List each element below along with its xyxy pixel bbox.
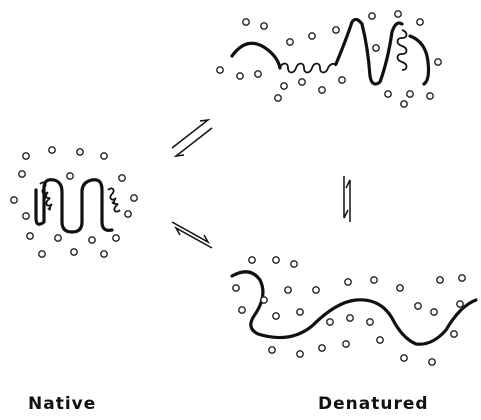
water-molecule: [125, 211, 131, 217]
native-state: [11, 147, 137, 257]
native-helix-right: [108, 188, 120, 211]
water-molecule: [313, 287, 319, 293]
intermediate-water-molecules: [217, 11, 441, 107]
water-molecule: [401, 101, 407, 107]
equilibrium-arrow-intermediate-denatured: [344, 176, 350, 222]
water-molecule: [273, 257, 279, 263]
intermediate-chain-3: [410, 36, 429, 84]
water-molecule: [49, 147, 55, 153]
denatured-water-molecules: [233, 257, 465, 365]
equilibrium-arrow-native-denatured: [172, 222, 212, 248]
water-molecule: [101, 153, 107, 159]
water-molecule: [401, 355, 407, 361]
native-water-molecules: [11, 147, 137, 257]
water-molecule: [343, 341, 349, 347]
water-molecule: [287, 39, 293, 45]
equilibrium-arrow-native-intermediate: [172, 120, 212, 156]
water-molecule: [101, 251, 107, 257]
water-molecule: [119, 175, 125, 181]
intermediate-helix-2: [398, 30, 407, 70]
water-molecule: [345, 279, 351, 285]
water-molecule: [385, 91, 391, 97]
water-molecule: [427, 93, 433, 99]
water-molecule: [269, 347, 275, 353]
water-molecule: [377, 337, 383, 343]
water-molecule: [233, 285, 239, 291]
native-helix-left: [40, 182, 52, 209]
water-molecule: [457, 301, 463, 307]
denatured-label: Denatured: [318, 394, 429, 414]
water-molecule: [67, 173, 73, 179]
water-molecule: [369, 13, 375, 19]
water-molecule: [217, 67, 223, 73]
water-molecule: [113, 235, 119, 241]
denatured-state: [232, 257, 476, 365]
water-molecule: [339, 77, 345, 83]
intermediate-state: [217, 11, 441, 107]
water-molecule: [395, 11, 401, 17]
water-molecule: [397, 285, 403, 291]
water-molecule: [77, 149, 83, 155]
water-molecule: [23, 153, 29, 159]
water-molecule: [39, 251, 45, 257]
water-molecule: [243, 19, 249, 25]
water-molecule: [261, 297, 267, 303]
water-molecule: [333, 27, 339, 33]
water-molecule: [407, 91, 413, 97]
water-molecule: [417, 19, 423, 25]
water-molecule: [285, 287, 291, 293]
water-molecule: [255, 71, 261, 77]
water-molecule: [319, 345, 325, 351]
water-molecule: [27, 233, 33, 239]
water-molecule: [327, 319, 333, 325]
water-molecule: [89, 237, 95, 243]
water-molecule: [249, 257, 255, 263]
water-molecule: [11, 197, 17, 203]
intermediate-helix-1: [280, 64, 336, 73]
water-molecule: [261, 23, 267, 29]
water-molecule: [309, 33, 315, 39]
water-molecule: [415, 303, 421, 309]
water-molecule: [55, 235, 61, 241]
water-molecule: [435, 59, 441, 65]
intermediate-chain-2: [336, 19, 402, 84]
water-molecule: [347, 315, 353, 321]
water-molecule: [319, 87, 325, 93]
water-molecule: [237, 73, 243, 79]
water-molecule: [239, 307, 245, 313]
water-molecule: [371, 277, 377, 283]
native-label: Native: [28, 394, 96, 414]
water-molecule: [429, 359, 435, 365]
water-molecule: [275, 95, 281, 101]
water-molecule: [297, 351, 303, 357]
water-molecule: [131, 195, 137, 201]
water-molecule: [281, 83, 287, 89]
water-molecule: [19, 171, 25, 177]
water-molecule: [291, 261, 297, 267]
water-molecule: [451, 331, 457, 337]
intermediate-chain: [232, 43, 280, 68]
water-molecule: [367, 319, 373, 325]
water-molecule: [299, 79, 305, 85]
water-molecule: [297, 309, 303, 315]
water-molecule: [459, 275, 465, 281]
water-molecule: [437, 277, 443, 283]
water-molecule: [23, 213, 29, 219]
water-molecule: [273, 313, 279, 319]
water-molecule: [373, 45, 379, 51]
water-molecule: [71, 249, 77, 255]
water-molecule: [431, 309, 437, 315]
